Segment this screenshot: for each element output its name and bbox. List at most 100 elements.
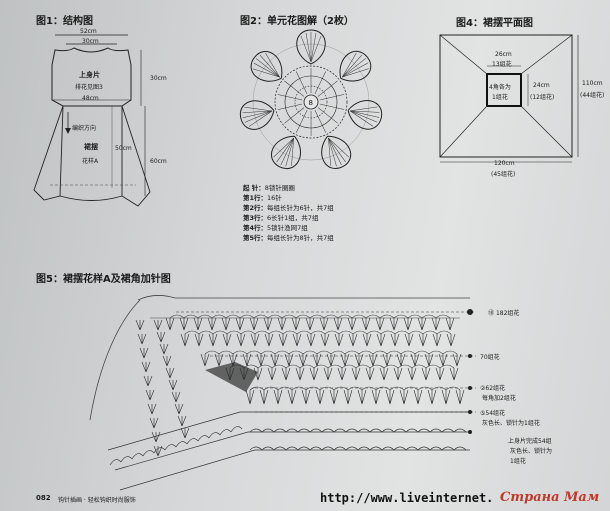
fig1-dim-right-mid: 50cm	[115, 145, 132, 152]
stitch-chain	[197, 314, 213, 319]
legend-row: 第3行：6长针1组，共7组	[243, 214, 319, 222]
stitch-fan	[379, 367, 389, 381]
stitch-chain	[431, 386, 447, 391]
stitch-fan	[399, 389, 409, 405]
stitch-chain	[321, 428, 335, 433]
stitch-fan	[333, 317, 343, 331]
stitch-chain	[309, 428, 323, 433]
stitch-chain	[323, 314, 339, 319]
stitch-fan	[452, 353, 462, 367]
stitch-fan	[357, 389, 367, 405]
stitch-chain	[254, 330, 270, 335]
stitch-chain	[204, 350, 220, 355]
stitch-fan	[292, 333, 302, 347]
stitch-chain	[164, 444, 177, 451]
stitch-chain	[352, 330, 368, 335]
stitch-chain	[299, 364, 315, 369]
stitch-chain	[153, 447, 166, 454]
fig5-title: 图5：裙摆花样A及裙角加针图	[36, 274, 171, 285]
stitch-fan	[385, 389, 395, 405]
fig1-title: 图1：结构图	[36, 16, 93, 27]
stitch-chain	[445, 386, 461, 391]
stitch-chain	[321, 446, 335, 451]
stitch-fan	[228, 353, 238, 367]
stitch-chain	[345, 428, 359, 433]
stitch-chain	[297, 428, 311, 433]
stitch-chain	[441, 428, 455, 433]
stitch-chain	[268, 330, 284, 335]
fig5-mark-70: 70组花	[480, 354, 500, 361]
stitch-fan	[147, 403, 157, 415]
stitch-fan	[446, 333, 456, 347]
stitch-fan	[312, 353, 322, 367]
stitch-fan	[177, 415, 187, 427]
stitch-fan	[334, 333, 344, 347]
stitch-fan	[354, 353, 364, 367]
stitch-fan	[431, 317, 441, 331]
stitch-chain	[295, 314, 311, 319]
stitch-chain	[281, 314, 297, 319]
stitch-chain	[372, 350, 388, 355]
stitch-chain	[453, 428, 467, 433]
stitch-chain	[380, 330, 396, 335]
stitch-fan	[427, 389, 437, 405]
stitch-chain	[365, 314, 381, 319]
stitch-chain	[324, 330, 340, 335]
stitch-fan	[371, 389, 381, 405]
stitch-chain	[313, 364, 329, 369]
stitch-chain	[333, 446, 347, 451]
stitch-chain	[169, 314, 185, 319]
stitch-chain	[186, 438, 199, 445]
stitch-chain	[341, 364, 357, 369]
stitch-fan	[337, 367, 347, 381]
stitch-fan	[236, 333, 246, 347]
stitch-fan	[225, 367, 235, 381]
stitch-chain	[197, 435, 210, 442]
stitch-fan	[153, 319, 163, 331]
stitch-chain	[355, 364, 371, 369]
stitch-fan	[295, 367, 305, 381]
stitch-chain	[327, 364, 343, 369]
stitch-chain	[358, 350, 374, 355]
stitch-chain	[369, 428, 383, 433]
stitch-chain	[408, 330, 424, 335]
fig5-mark-62: ②62组花	[480, 385, 506, 392]
stitch-chain	[285, 364, 301, 369]
stitch-fan	[264, 333, 274, 347]
stitch-fan	[421, 367, 431, 381]
stitch-fan	[432, 333, 442, 347]
stitch-chain	[397, 364, 413, 369]
stitch-fan	[273, 389, 283, 405]
stitch-fan	[253, 367, 263, 381]
legend-row: 第4行：5锁针渔网7组	[243, 224, 308, 232]
stitch-chain	[361, 386, 377, 391]
fig4-inner-center2: 1组花	[492, 94, 508, 101]
stitch-fan	[368, 353, 378, 367]
legend-row: 起 针：8锁针圈圈	[243, 184, 295, 192]
stitch-chain	[417, 428, 431, 433]
stitch-fan	[165, 367, 175, 379]
fig1-dim-right-top: 30cm	[150, 75, 167, 82]
stitch-chain	[333, 386, 349, 391]
fig1-upper-sub: 排花见图3	[75, 84, 103, 91]
stitch-fan	[291, 317, 301, 331]
fig5-mark-grey2: 灰色长、锁针为	[510, 448, 553, 455]
stitch-chain	[417, 386, 433, 391]
stitch-fan	[410, 353, 420, 367]
stitch-chain	[273, 428, 287, 433]
stitch-chain	[429, 446, 443, 451]
stitch-chain	[260, 350, 276, 355]
stitch-fan	[390, 333, 400, 347]
fig1-dim-mid: 48cm	[82, 95, 99, 102]
stitch-fan	[259, 389, 269, 405]
stitch-chain	[344, 350, 360, 355]
stitch-chain	[285, 446, 299, 451]
stitch-chain	[369, 446, 383, 451]
stitch-chain	[425, 364, 441, 369]
stitch-chain	[288, 350, 304, 355]
stitch-fan	[361, 317, 371, 331]
stitch-fan	[319, 317, 329, 331]
stitch-chain	[345, 446, 359, 451]
stitch-chain	[131, 453, 144, 460]
